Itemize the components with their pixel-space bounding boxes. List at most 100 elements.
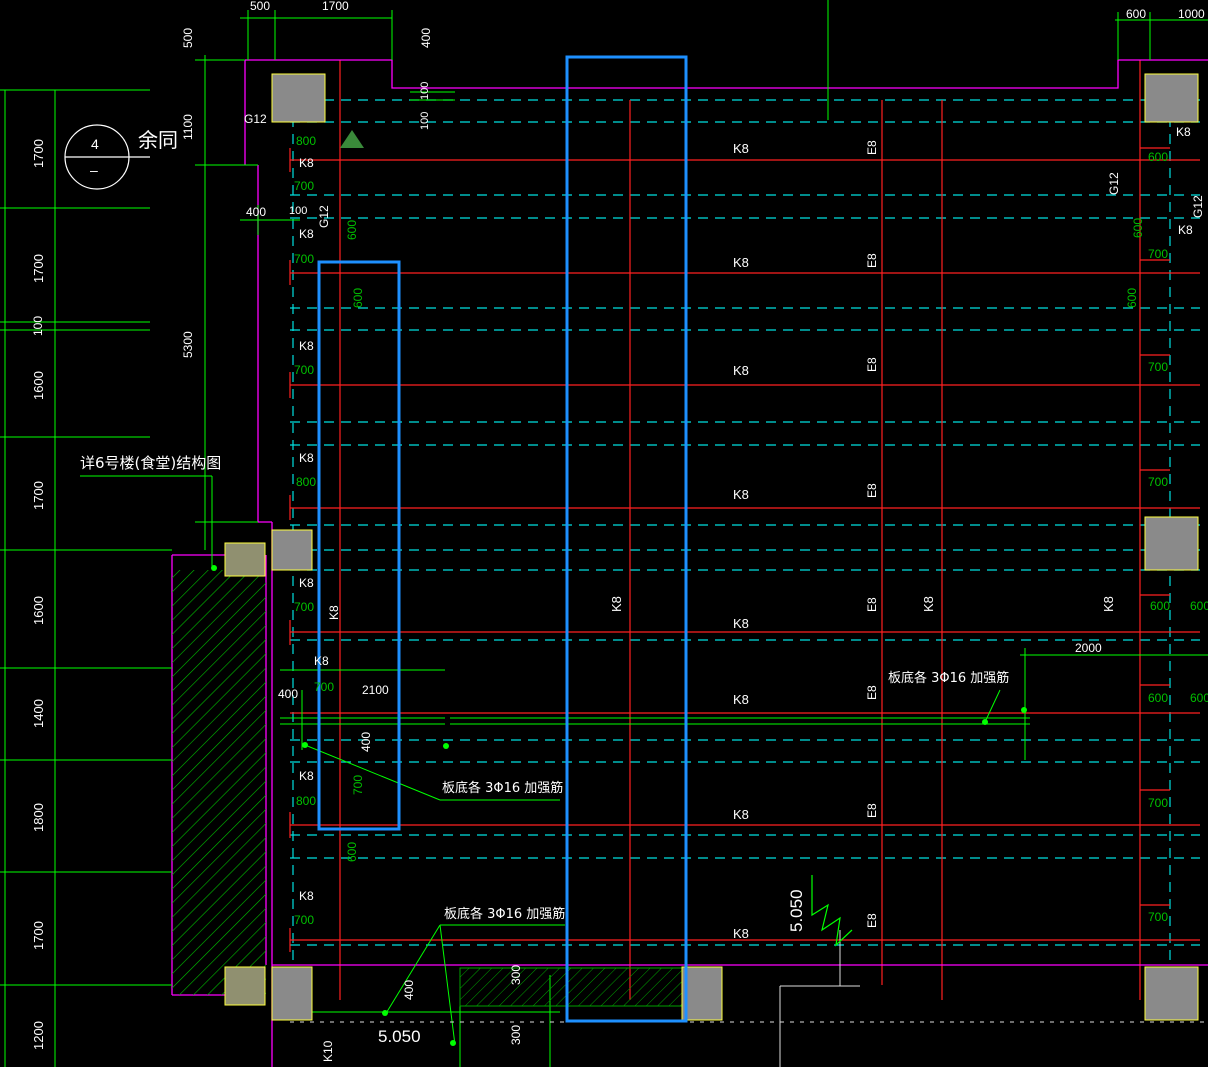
dim-top-500: 500	[250, 0, 271, 13]
e8-label: E8	[865, 253, 879, 268]
rebar-length-label-right: 700	[1148, 910, 1169, 924]
dim-h100: 100	[289, 205, 308, 217]
rebar-length-label: 700	[294, 913, 315, 927]
beam-lines	[289, 60, 1200, 1000]
k8-label: K8	[733, 692, 749, 707]
dim-left-10: 1200	[31, 1021, 46, 1050]
rebar-length-label-right: 700	[1148, 796, 1169, 810]
label-g12-a: G12	[244, 112, 267, 126]
k8-label: K8	[733, 255, 749, 270]
k8-label: K8	[299, 451, 314, 465]
rebar-length-label-right: 700	[1148, 247, 1169, 261]
rebar-length-label: 600	[345, 219, 359, 240]
k8-label: K8	[733, 807, 749, 822]
dim-400-left: 400	[278, 687, 299, 701]
dim-top-1700: 1700	[322, 0, 349, 13]
rebar-length-label: 700	[294, 179, 315, 193]
rebar-length-label: 800	[296, 794, 317, 808]
rebar-length-label: 700	[294, 252, 315, 266]
hatched-wall-left	[172, 570, 266, 995]
dim-400-vert: 400	[359, 731, 373, 752]
axis-dashed-lines	[290, 99, 1200, 960]
dim-left-8: 1800	[31, 803, 46, 832]
k8-label: K8	[299, 156, 314, 170]
k8-label: K8	[733, 616, 749, 631]
k8-label: K8	[733, 926, 749, 941]
k8-label: K8	[609, 596, 624, 612]
dim-top-v400: 400	[419, 27, 433, 48]
rebar-length-label: 700	[294, 363, 315, 377]
rebar-length-label: 800	[296, 475, 317, 489]
k8-label: K8	[314, 654, 329, 668]
dim-left-1: 1700	[31, 139, 46, 168]
rebar-dots	[211, 565, 1027, 1046]
elevation-label: 5.050	[787, 889, 806, 932]
rebar-length-label: 700	[351, 774, 365, 795]
elevation-symbol	[811, 875, 853, 947]
e8-label: E8	[865, 685, 879, 700]
dim-left-6: 1600	[31, 596, 46, 625]
k8-label: K8	[299, 227, 314, 241]
k8-label: K8	[1176, 125, 1191, 139]
dim-v1100: 1100	[181, 114, 195, 140]
label-g12-b: G12	[317, 205, 331, 228]
rebar-length-label-right: 600	[1131, 217, 1145, 238]
dim-left-9: 1700	[31, 921, 46, 950]
dim-v5300: 5300	[181, 331, 195, 358]
dim-bottom-300: 300	[509, 964, 523, 985]
section-callout-circle	[64, 124, 150, 190]
rebar-length-label: 700	[314, 680, 335, 694]
e8-label: E8	[865, 597, 879, 612]
rebar-length-label-right: 600	[1125, 287, 1139, 308]
rebar-length-label: 700	[294, 600, 315, 614]
note-reference: 详6号楼(食堂)结构图	[80, 454, 222, 472]
label-g12-c: G12	[1107, 172, 1121, 195]
callout-number: 4	[91, 136, 99, 152]
dim-bottom-400: 400	[402, 979, 416, 1000]
dim-2100: 2100	[362, 683, 389, 697]
dim-top-v100b: 100	[419, 111, 431, 130]
reinforce-note-2: 板底各 3Φ16 加强筋	[888, 671, 1010, 686]
callout-dash: –	[90, 162, 98, 178]
e8-label: E8	[865, 913, 879, 928]
k8-label: K8	[299, 769, 314, 783]
k8-label: K8	[299, 339, 314, 353]
callout-text: 余同	[138, 128, 178, 152]
rebar-length-label-right: 600	[1150, 599, 1171, 613]
label-g12-d: G12	[1191, 195, 1205, 218]
dim-h400: 400	[246, 205, 267, 219]
e8-label: E8	[865, 140, 879, 155]
k10-label: K10	[321, 1040, 335, 1062]
k8-label: K8	[1178, 223, 1193, 237]
level-marker-triangle	[340, 130, 364, 148]
e8-label: E8	[865, 803, 879, 818]
dim-bottom-300: 300	[509, 1024, 523, 1045]
dim-top-right-1000: 1000	[1178, 7, 1205, 21]
rebar-length-label-right: 700	[1148, 475, 1169, 489]
rebar-length-label-right: 600	[1148, 150, 1169, 164]
rebar-length-label-right: 600	[1148, 691, 1169, 705]
rebar-length-label-right: 700	[1148, 360, 1169, 374]
dim-top-v100a: 100	[419, 81, 431, 100]
k8-label: K8	[1101, 596, 1116, 612]
rebar-length-label-right: 600	[1190, 599, 1208, 613]
rebar-length-label: 600	[345, 841, 359, 862]
k8-label: K8	[733, 141, 749, 156]
k8-label: K8	[733, 363, 749, 378]
columns	[224, 73, 1199, 1021]
k8-label: K8	[327, 605, 341, 620]
dim-left-5: 1700	[31, 481, 46, 510]
highlight-boxes	[317, 55, 688, 1023]
k8-label: K8	[733, 487, 749, 502]
rebar-length-label: 600	[351, 287, 365, 308]
dim-left-7: 1400	[31, 699, 46, 728]
dim-left-4: 1600	[31, 371, 46, 400]
k8-label: K8	[299, 576, 314, 590]
dim-left-3: 100	[31, 315, 45, 336]
hatched-beam-bottom	[459, 967, 683, 1007]
bottom-grid-marks	[290, 930, 1208, 1067]
e8-label: E8	[865, 357, 879, 372]
reinforce-note-3: 板底各 3Φ16 加强筋	[444, 907, 566, 922]
